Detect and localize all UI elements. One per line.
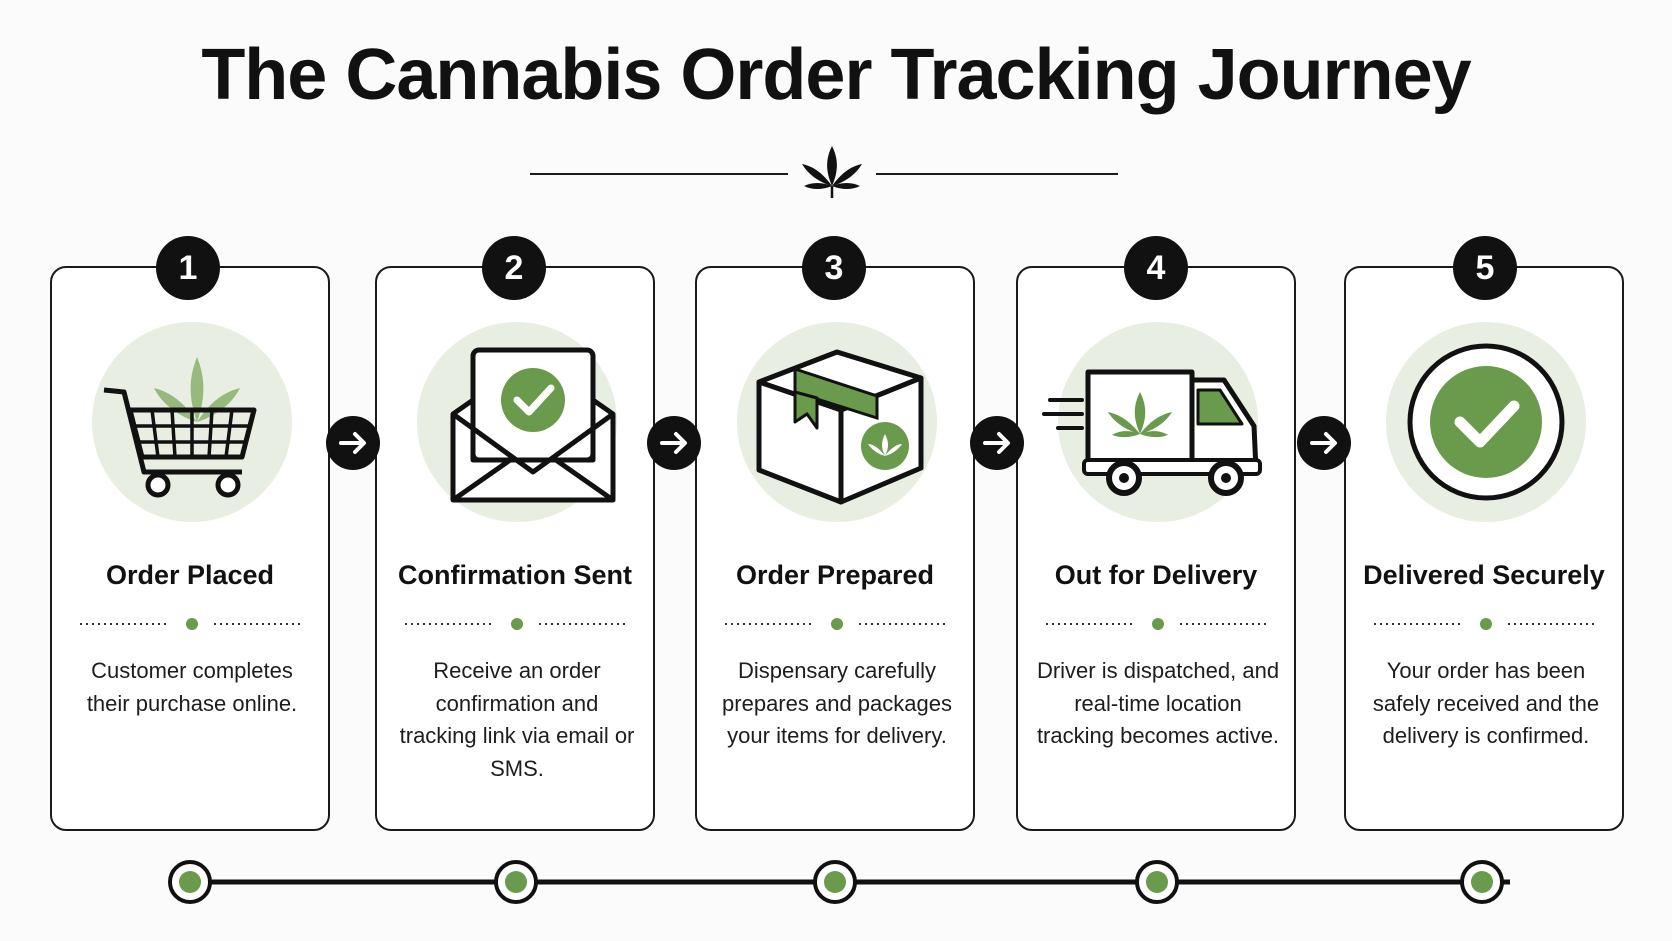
step-card-out-for-delivery: Out for Delivery Driver is dispatched, a… (1016, 266, 1296, 831)
step-number-badge: 5 (1453, 236, 1517, 300)
step-title: Order Prepared (735, 560, 935, 590)
dotted-separator (405, 618, 629, 630)
dotted-separator (1374, 618, 1598, 630)
step-card-delivered-securely: Delivered Securely Your order has been s… (1344, 266, 1624, 831)
step-title: Order Placed (105, 560, 275, 590)
arrow-right-icon (970, 416, 1024, 470)
step-icon-circle (92, 322, 292, 522)
timeline-node (168, 860, 212, 904)
step-card-order-placed: Order Placed Customer completes their pu… (50, 266, 330, 831)
step-number-badge: 2 (482, 236, 546, 300)
step-description: Driver is dispatched, and real-time loca… (1036, 658, 1280, 748)
delivery-van-icon (1042, 369, 1262, 496)
progress-timeline (168, 860, 1510, 904)
step-number-badge: 1 (156, 236, 220, 300)
cannabis-leaf-icon (802, 146, 862, 198)
timeline-node (1135, 860, 1179, 904)
step-icon-circle (1042, 322, 1262, 522)
timeline-node (813, 860, 857, 904)
page-title: The Cannabis Order Tracking Journey (201, 35, 1471, 115)
step-title: Confirmation Sent (398, 560, 632, 590)
envelope-check-icon (450, 347, 616, 503)
step-icon-circle (417, 322, 617, 522)
dotted-separator (1046, 618, 1270, 630)
step-card-confirmation-sent: Confirmation Sent Receive an order confi… (375, 266, 655, 831)
shopping-cart-icon (103, 357, 257, 498)
step-description: Customer completes their purchase online… (86, 658, 298, 716)
package-box-icon (756, 349, 924, 505)
step-description: Dispensary carefully prepares and packag… (722, 658, 952, 748)
step-number-badge: 4 (1124, 236, 1188, 300)
timeline-node (494, 860, 538, 904)
step-title: Delivered Securely (1363, 560, 1605, 590)
timeline-node (1460, 860, 1504, 904)
step-description: Receive an order confirmation and tracki… (399, 658, 635, 781)
title-divider (530, 146, 1118, 198)
arrow-right-icon (647, 416, 701, 470)
step-icon-circle (1386, 322, 1586, 522)
checkmark-circle-icon (1407, 343, 1565, 501)
arrow-right-icon (326, 416, 380, 470)
step-title: Out for Delivery (1054, 560, 1258, 590)
arrow-right-icon (1297, 416, 1351, 470)
step-description: Your order has been safely received and … (1372, 658, 1600, 748)
step-card-order-prepared: Order Prepared Dispensary carefully prep… (695, 266, 975, 831)
dotted-separator (725, 618, 949, 630)
dotted-separator (80, 618, 304, 630)
step-icon-circle (737, 322, 937, 522)
step-number-badge: 3 (802, 236, 866, 300)
